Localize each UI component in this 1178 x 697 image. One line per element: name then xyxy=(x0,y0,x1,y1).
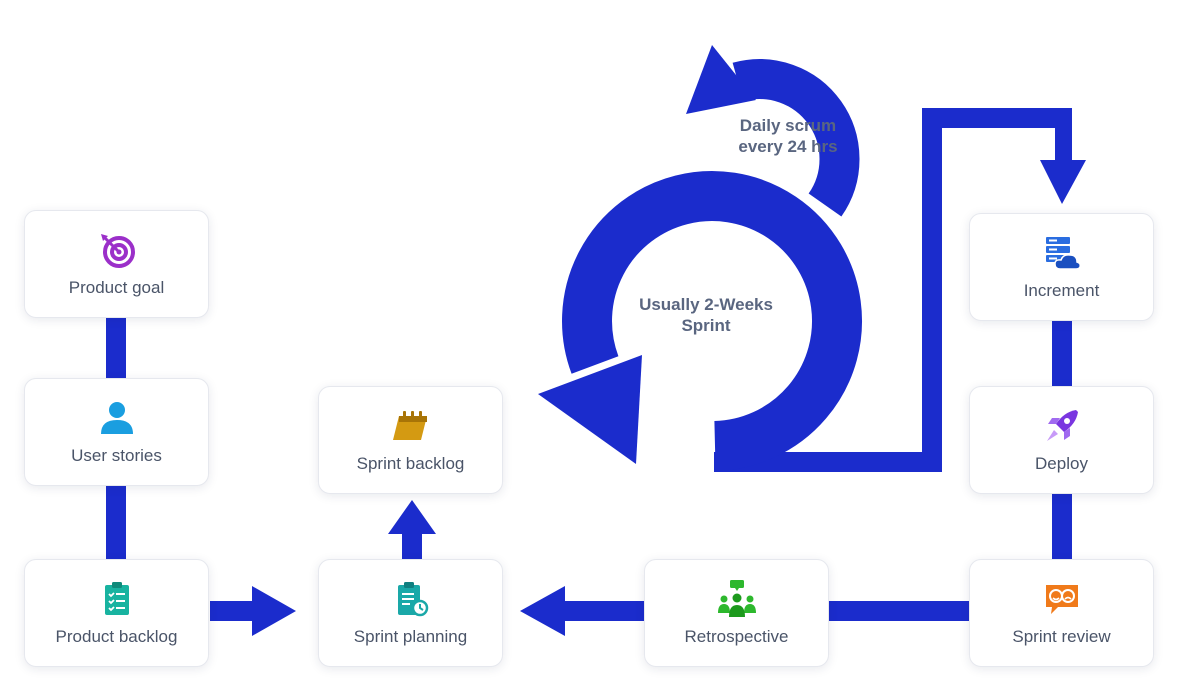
user-icon xyxy=(100,402,133,434)
node-product-goal[interactable]: Product goal xyxy=(24,210,209,318)
node-sprint-review-label: Sprint review xyxy=(1012,627,1111,646)
node-deploy[interactable]: Deploy xyxy=(969,386,1154,494)
sprint-cycle-arrowhead xyxy=(538,355,642,464)
node-sprint-planning-label: Sprint planning xyxy=(353,627,468,646)
connector-goal-to-stories xyxy=(106,318,126,380)
connector-deploy-to-increment xyxy=(1052,320,1072,386)
node-increment[interactable]: Increment xyxy=(969,213,1154,321)
clipboard-clock-icon xyxy=(397,582,428,617)
connector-review-to-deploy xyxy=(1052,492,1072,560)
node-sprint-review[interactable]: Sprint review xyxy=(969,559,1154,667)
calendar-icon xyxy=(392,411,427,440)
clipboard-checklist-icon xyxy=(104,582,129,615)
rocket-icon xyxy=(1046,410,1078,441)
node-sprint-backlog-label: Sprint backlog xyxy=(356,454,465,473)
sprint-duration-line1: Usually 2-Weeks xyxy=(639,295,773,314)
node-retrospective-label: Retrospective xyxy=(684,627,789,646)
daily-scrum-line2: every 24 hrs xyxy=(738,137,838,156)
arrow-backlog-to-planning xyxy=(210,586,296,636)
node-product-backlog-label: Product backlog xyxy=(55,627,178,646)
node-increment-label: Increment xyxy=(1023,281,1100,300)
daily-scrum-caption: Daily scrum every 24 hrs xyxy=(718,115,858,157)
daily-scrum-line1: Daily scrum xyxy=(739,116,837,135)
node-deploy-label: Deploy xyxy=(1035,454,1088,473)
node-sprint-planning[interactable]: Sprint planning xyxy=(318,559,503,667)
connector-review-to-retro xyxy=(828,601,970,621)
node-user-stories-label: User stories xyxy=(71,446,162,465)
node-retrospective[interactable]: Retrospective xyxy=(644,559,829,667)
daily-scrum-arrow xyxy=(732,59,860,217)
node-user-stories[interactable]: User stories xyxy=(24,378,209,486)
sprint-duration-caption: Usually 2-Weeks Sprint xyxy=(620,294,792,336)
node-product-goal-label: Product goal xyxy=(68,278,165,297)
node-sprint-backlog[interactable]: Sprint backlog xyxy=(318,386,503,494)
arrow-retro-to-planning xyxy=(520,586,645,636)
daily-scrum-arrowhead xyxy=(686,45,756,114)
connectors xyxy=(106,108,1086,636)
sprint-duration-line2: Sprint xyxy=(681,316,731,335)
arrow-planning-to-sprint-backlog xyxy=(388,500,436,560)
connector-stories-to-backlog xyxy=(106,486,126,561)
sprint-cycle-arrow xyxy=(562,171,862,471)
server-cloud-icon xyxy=(1045,237,1081,270)
node-product-backlog[interactable]: Product backlog xyxy=(24,559,209,667)
chat-faces-icon xyxy=(1045,585,1078,614)
team-meeting-icon xyxy=(717,580,756,617)
target-icon xyxy=(100,234,135,268)
